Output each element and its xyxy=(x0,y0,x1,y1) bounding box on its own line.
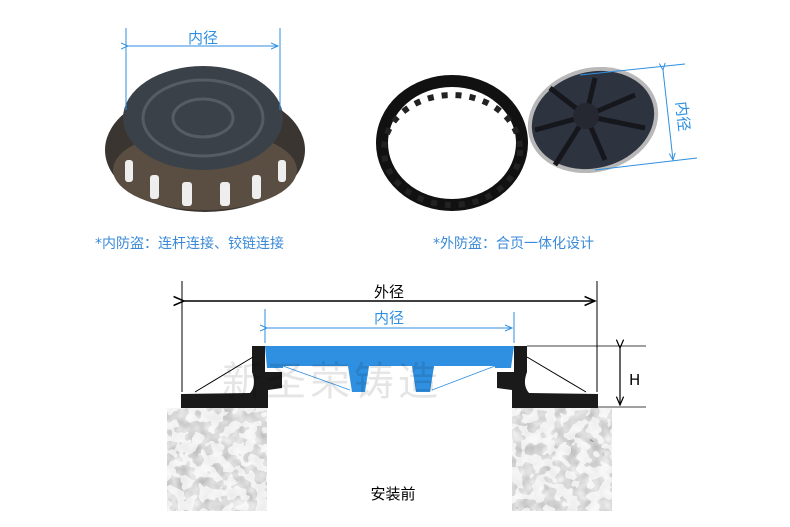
hinged-cover-photo: 内径 xyxy=(376,53,698,211)
cover xyxy=(265,346,514,392)
right-concrete-block xyxy=(511,407,613,512)
left-caption: *内防盗：连杆连接、铰链连接 xyxy=(95,235,284,252)
height-label: H xyxy=(629,371,640,389)
inner-diameter-label-vertical: 内径 xyxy=(672,101,693,133)
right-frame xyxy=(497,346,598,408)
logo-watermark: 新圣荣铸造 xyxy=(222,359,442,405)
left-concrete-block xyxy=(166,407,268,512)
installation-state-label: 安装前 xyxy=(370,485,415,503)
section-inner-diameter-label: 内径 xyxy=(374,309,404,327)
inner-diameter-label: 内径 xyxy=(188,29,218,47)
outer-diameter-label: 外径 xyxy=(374,283,404,301)
left-frame xyxy=(181,346,282,408)
cross-section: 外径 内径 H 新圣荣铸造 安装前 xyxy=(166,281,646,512)
assembled-cover-photo: 内径 xyxy=(105,28,305,212)
right-caption: *外防盗：合页一体化设计 xyxy=(433,236,594,252)
